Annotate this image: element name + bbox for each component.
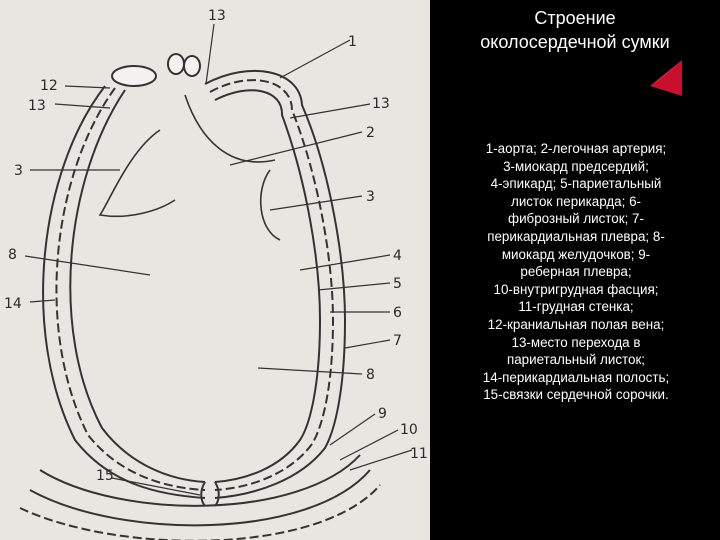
label-5: 5 [393, 276, 402, 292]
ligament-right [215, 482, 219, 506]
label-9: 9 [378, 406, 387, 422]
pericardium-diagram: 1 2 3 3 4 5 6 7 8 8 9 10 11 12 13 13 13 … [0, 0, 430, 540]
triangle-left-icon[interactable] [648, 58, 684, 98]
label-11: 11 [410, 446, 428, 462]
label-14: 14 [4, 296, 22, 312]
leader-13a [206, 24, 214, 84]
label-13b: 13 [28, 98, 46, 114]
label-7: 7 [393, 333, 402, 349]
outer-layer-right [205, 71, 345, 498]
label-12: 12 [40, 78, 58, 94]
label-2: 2 [366, 125, 375, 141]
label-10: 10 [400, 422, 418, 438]
label-8b: 8 [366, 367, 375, 383]
label-8a: 8 [8, 247, 17, 263]
leader-7 [345, 340, 390, 348]
wall-layer-3 [20, 485, 380, 540]
label-15: 15 [96, 468, 114, 484]
leader-11 [350, 450, 412, 470]
outer-layer-left [43, 86, 205, 498]
vessel-opening-b [184, 56, 200, 76]
leader-1 [280, 40, 350, 78]
inner-layer-right [215, 90, 320, 482]
pericardium-figure: 1 2 3 3 4 5 6 7 8 8 9 10 11 12 13 13 13 … [0, 0, 430, 540]
leader-10 [340, 430, 398, 460]
leader-5 [318, 283, 390, 290]
leader-13b [55, 104, 110, 108]
vessel-opening-a [168, 54, 184, 74]
label-13c: 13 [372, 96, 390, 112]
leader-8b [258, 368, 362, 374]
label-6: 6 [393, 305, 402, 321]
atrium-right-contour [261, 170, 280, 240]
label-3a: 3 [14, 163, 23, 179]
label-3b: 3 [366, 189, 375, 205]
leader-9 [330, 414, 375, 445]
septum-contour [185, 95, 275, 162]
atrium-left-contour [100, 130, 175, 216]
middle-layer-right [210, 80, 333, 490]
label-1: 1 [348, 34, 357, 50]
slide-title-line-2: околосердечной сумки [480, 32, 669, 52]
middle-layer-left [56, 88, 205, 490]
label-13a: 13 [208, 8, 226, 24]
ligament-left [201, 482, 205, 506]
aorta-opening [112, 66, 156, 86]
leader-3b [270, 196, 362, 210]
slide-title-line-1: Строение [534, 8, 615, 28]
legend-text: 1-аорта; 2-легочная артерия; 3-миокард п… [440, 140, 712, 404]
slide-title: Строение околосердечной сумки [430, 6, 720, 54]
label-4: 4 [393, 248, 402, 264]
side-panel: Строение околосердечной сумки 1-аорта; 2… [430, 0, 720, 540]
inner-layer-left [70, 90, 205, 482]
leader-4 [300, 255, 390, 270]
